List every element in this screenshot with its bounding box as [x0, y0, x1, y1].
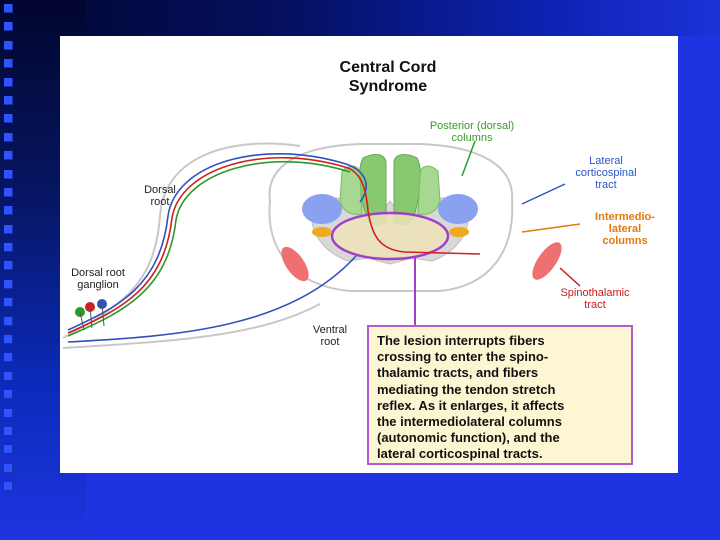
- label-dorsal-root: Dorsal root: [144, 184, 176, 208]
- intermediolateral-column-left: [312, 227, 332, 237]
- callout-line: (autonomic function), and the: [377, 430, 560, 446]
- callout-line: crossing to enter the spino-: [377, 349, 549, 365]
- lesion-area: [330, 211, 450, 261]
- posterior-column-left-outer: [339, 165, 363, 215]
- leader-lateral: [521, 183, 566, 205]
- label-posterior-columns: Posterior (dorsal) columns: [429, 120, 515, 144]
- fiber-red-crossing: [367, 210, 481, 255]
- lateral-corticospinal-tract-right: [438, 194, 478, 224]
- diagram-panel: Central Cord Syndrome Posterior (dorsal)…: [60, 36, 678, 473]
- root-outline-inner: [62, 303, 321, 349]
- callout-line: The lesion interrupts fibers: [377, 333, 545, 348]
- posterior-column-right-outer: [417, 165, 441, 215]
- fiber-blue: [67, 153, 367, 331]
- label-lateral-corticospinal: Lateral corticospinal tract: [575, 155, 637, 191]
- callout-line: reflex. As it enlarges, it affects: [377, 397, 565, 413]
- callout-line: the intermediolateral columns: [377, 414, 562, 430]
- lateral-corticospinal-tract-left: [302, 194, 342, 224]
- spinal-cord-diagram: [62, 140, 581, 349]
- fiber-blue-ventral: [67, 255, 357, 343]
- root-outline: [62, 142, 301, 339]
- spinothalamic-tract-right: [532, 242, 562, 280]
- leader-spinothalamic: [559, 267, 581, 287]
- bullet-strip: [4, 4, 18, 504]
- leader-intermedio: [521, 223, 581, 233]
- label-ventral-root: Ventral root: [312, 324, 348, 348]
- diagram-title: Central Cord Syndrome: [339, 59, 437, 95]
- callout-line: mediating the tendon stretch: [377, 381, 556, 397]
- callout-line: thalamic tracts, and fibers: [377, 365, 539, 381]
- spinothalamic-tract-left: [281, 246, 309, 282]
- intermediolateral-column-right: [449, 227, 469, 237]
- fiber-green: [67, 160, 351, 337]
- fiber-red: [67, 157, 369, 334]
- label-dorsal-root-ganglion: Dorsal root ganglion: [71, 267, 125, 291]
- label-spinothalamic: Spinothalamic tract: [560, 287, 630, 311]
- callout-line: lateral corticospinal tracts.: [377, 446, 543, 462]
- leader-posterior: [461, 140, 476, 177]
- lesion-explanation-callout: The lesion interrupts fibers crossing to…: [367, 325, 633, 465]
- label-intermediolateral: Intermedio- lateral columns: [595, 211, 655, 247]
- slide-top-band: [0, 0, 720, 36]
